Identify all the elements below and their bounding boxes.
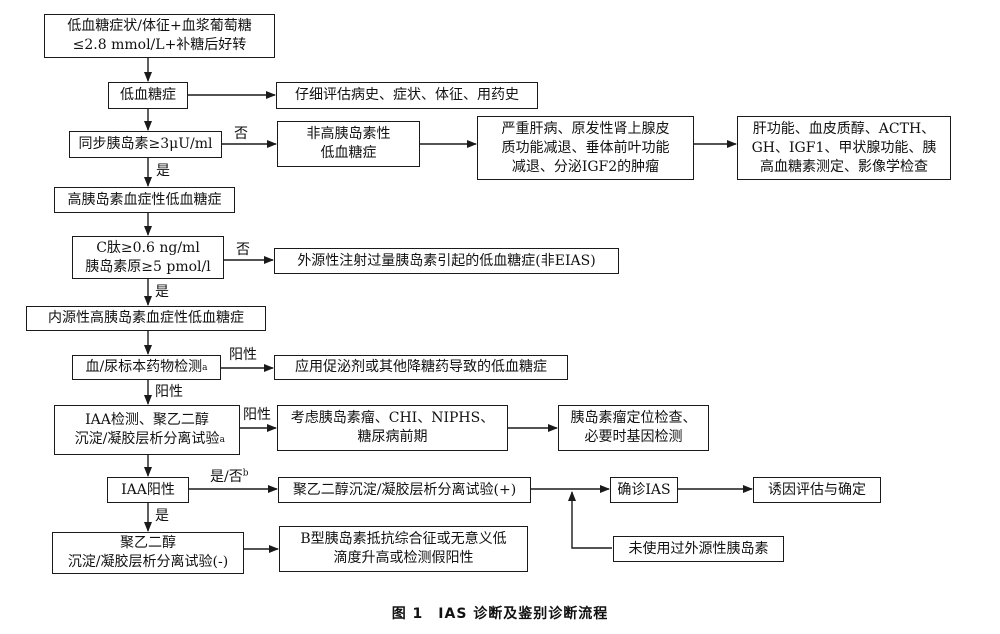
label-yes-no: 是/否b	[210, 469, 248, 485]
arrow-no-exogenous-to-flow	[568, 491, 612, 549]
node-liver-disease: 严重肝病、原发性肾上腺皮 质功能减退、垂体前叶功能 减退、分泌IGF2的肿瘤	[477, 116, 694, 180]
label-no-insulin: 否	[234, 126, 248, 142]
node-iaa-test-text: IAA检测、聚乙二醇 沉淀/凝胶层析分离试验	[74, 412, 220, 447]
label-yes-no-sup: b	[242, 468, 249, 479]
node-iaa-positive: IAA阳性	[107, 477, 189, 503]
label-no-cpeptide: 否	[236, 242, 250, 258]
node-insulin-check: 同步胰岛素≥3μU/ml	[69, 131, 222, 158]
node-start: 低血糖症状/体征+血浆葡萄糖 ≤2.8 mmol/L+补糖后好转	[44, 14, 275, 58]
label-yes-no-text: 是/否	[210, 469, 243, 485]
node-hypoglycemia: 低血糖症	[108, 82, 188, 109]
node-localization: 胰岛素瘤定位检查、 必要时基因检测	[558, 405, 709, 451]
label-yes-iaa-positive: 是	[155, 508, 169, 524]
node-drug-induced: 应用促泌剂或其他降糖药导致的低血糖症	[274, 355, 568, 380]
node-non-high-insulin: 非高胰岛素性 低血糖症	[277, 121, 420, 167]
node-peg-negative: 聚乙二醇 沉淀/凝胶层析分离试验(-)	[52, 532, 244, 574]
node-confirm-ias: 确诊IAS	[610, 477, 678, 503]
node-iaa-test: IAA检测、聚乙二醇 沉淀/凝胶层析分离试验 a	[54, 405, 240, 455]
label-yes-cpeptide: 是	[155, 284, 169, 300]
node-high-insulin: 高胰岛素血症性低血糖症	[54, 187, 235, 213]
node-liver-tests: 肝功能、血皮质醇、ACTH、 GH、IGF1、甲状腺功能、胰 高血糖素测定、影像…	[737, 116, 951, 180]
label-positive-down: 阳性	[155, 384, 183, 400]
label-yes-insulin: 是	[156, 163, 170, 179]
label-positive-drug: 阳性	[229, 347, 257, 363]
node-drug-test-text: 血/尿标本药物检测	[85, 359, 203, 375]
node-type-b: B型胰岛素抵抗综合征或无意义低 滴度升高或检测假阳性	[279, 526, 528, 572]
node-evaluate: 仔细评估病史、症状、体征、用药史	[276, 82, 538, 109]
node-peg-positive: 聚乙二醇沉淀/凝胶层析分离试验(+)	[278, 477, 531, 503]
node-exogenous-insulin: 外源性注射过量胰岛素引起的低血糖症(非EIAS)	[274, 248, 619, 274]
node-endogenous: 内源性高胰岛素血症性低血糖症	[26, 306, 266, 331]
node-no-exogenous: 未使用过外源性胰岛素	[613, 536, 784, 562]
node-cause-eval: 诱因评估与确定	[753, 477, 881, 503]
node-insulinoma: 考虑胰岛素瘤、CHI、NIPHS、 糖尿病前期	[277, 405, 508, 451]
node-cpeptide-check: C肽≥0.6 ng/ml 胰岛素原≥5 pmol/l	[72, 236, 224, 279]
label-positive-iaa: 阳性	[243, 407, 271, 423]
figure-caption: 图 1 IAS 诊断及鉴别诊断流程	[391, 606, 609, 622]
